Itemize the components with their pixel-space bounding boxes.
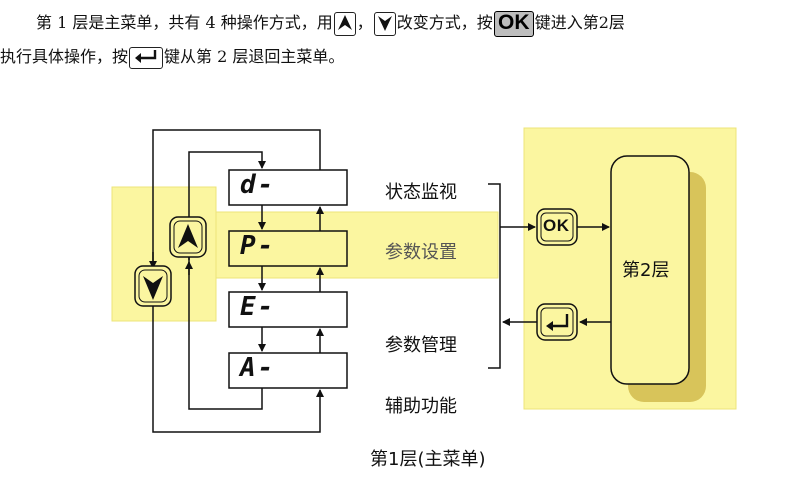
ok-key-icon: OK bbox=[493, 10, 534, 37]
menu-display-p: P- bbox=[240, 231, 276, 261]
down-key-icon bbox=[373, 11, 396, 36]
level2-box bbox=[610, 155, 690, 385]
menu-label-status: 状态监视 bbox=[385, 182, 457, 203]
up-key-arrow-icon bbox=[178, 224, 198, 248]
intro-line-2: 执行具体操作，按 键从第 2 层退回主菜单。 bbox=[0, 40, 344, 74]
intro-separator: ， bbox=[356, 13, 373, 32]
intro-text-1a: 第 1 层是主菜单，共有 4 种操作方式，用 bbox=[36, 13, 333, 32]
menu-label-aux: 辅助功能 bbox=[385, 396, 457, 417]
intro-text-1b: 改变方式，按 bbox=[396, 13, 493, 32]
menu-box-a bbox=[228, 352, 348, 389]
level2-label: 第2层 bbox=[622, 260, 670, 281]
intro-text-1c: 键进入第2层 bbox=[534, 13, 625, 32]
menu-box-d bbox=[228, 169, 348, 206]
enter-key-return-icon bbox=[550, 314, 569, 328]
loop-down-wrap bbox=[188, 151, 266, 410]
labels-bracket bbox=[488, 183, 501, 369]
diagram-caption: 第1层(主菜单) bbox=[370, 449, 486, 470]
menu-display-d: d- bbox=[240, 170, 276, 200]
enter-key-icon bbox=[129, 46, 164, 69]
ok-key-label: OK bbox=[543, 216, 570, 235]
menu-display-e: E- bbox=[240, 292, 276, 322]
up-key-icon bbox=[333, 11, 356, 36]
down-key-arrow-icon bbox=[143, 276, 163, 300]
menu-box-p bbox=[228, 230, 348, 267]
menu-box-e bbox=[228, 291, 348, 328]
intro-text-2a: 执行具体操作，按 bbox=[0, 47, 129, 66]
menu-label-manage: 参数管理 bbox=[385, 335, 457, 356]
intro-text-2b: 键从第 2 层退回主菜单。 bbox=[164, 47, 345, 66]
menu-display-a: A- bbox=[240, 353, 276, 383]
menu-label-params: 参数设置 bbox=[385, 242, 457, 263]
